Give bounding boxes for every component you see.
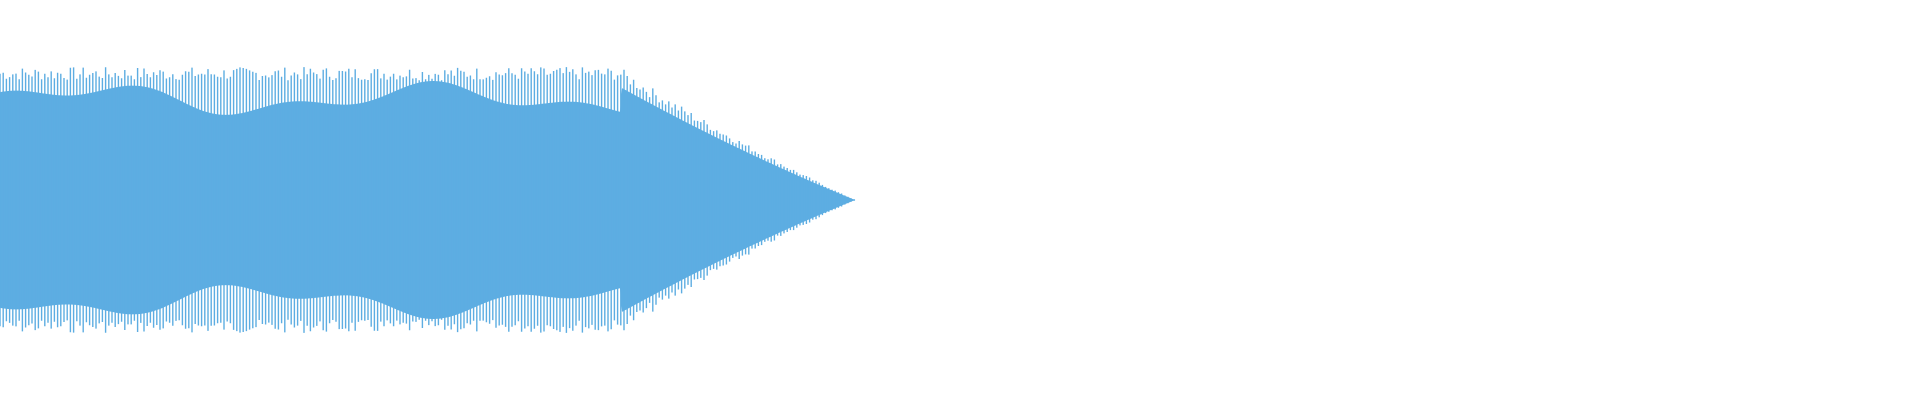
waveform-body [0,67,856,333]
